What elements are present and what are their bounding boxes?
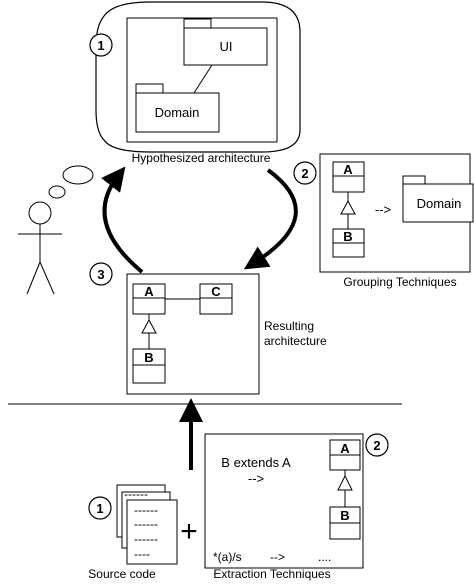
- code-line: ------: [134, 532, 158, 546]
- inheritance-triangle: [337, 474, 353, 491]
- class-a-label: A: [144, 284, 154, 299]
- left-leg: [26, 261, 41, 295]
- rule2-text: *(a)/s: [213, 550, 242, 564]
- step-number: 1: [96, 501, 103, 516]
- domain-package: [402, 183, 474, 223]
- package-tab: [135, 83, 164, 94]
- class-a-label: A: [343, 162, 353, 177]
- thought-ellipse-large: [62, 165, 94, 185]
- resulting-architecture: 3 A C B Resulting architecture: [89, 262, 327, 395]
- class-b-label: B: [144, 350, 153, 365]
- source-caption: Source code: [88, 567, 156, 581]
- step-badge: [89, 33, 113, 57]
- architecture-frame: [126, 17, 278, 143]
- rule2-result: ....: [318, 550, 331, 564]
- ui-package: [183, 27, 268, 66]
- thought-ellipse-small: [48, 185, 66, 199]
- package-tab: [402, 175, 426, 185]
- domain-package: [135, 92, 220, 133]
- arrow-to-resulting: [243, 168, 298, 270]
- inheritance-triangle: [340, 199, 356, 215]
- extraction-techniques: 2 B extends A --> A B *(a)/s --> .... Ex…: [204, 433, 389, 581]
- grouping-techniques: 2 A B --> Domain Grouping Techniques: [293, 153, 474, 289]
- extraction-frame: [204, 433, 364, 569]
- step-badge: [365, 433, 389, 457]
- user-stick-figure: [18, 201, 62, 295]
- inheritance-triangle: [141, 318, 157, 334]
- source-page-front: [126, 499, 178, 565]
- hypothesized-title: Hypothesized architecture: [132, 151, 271, 165]
- grouping-caption: Grouping Techniques: [343, 275, 456, 289]
- package-tab: [183, 18, 212, 29]
- source-code: 1 ------ ------ ------ ------ ---- + Sou…: [88, 484, 198, 581]
- hypothesized-architecture: 1 UI Domain Hypothesized architecture: [89, 1, 301, 165]
- arrow-to-hypothesized: [101, 166, 144, 274]
- step-badge: [89, 262, 113, 286]
- resulting-frame: [126, 273, 260, 395]
- code-line: ------: [124, 487, 148, 501]
- step-number: 1: [97, 38, 104, 53]
- rule1-arrow: -->: [248, 471, 264, 486]
- class-b-label: B: [343, 229, 352, 244]
- class-a-label: A: [340, 441, 350, 456]
- step-number: 2: [301, 166, 308, 181]
- step-number: 2: [373, 438, 380, 453]
- step-badge: [293, 161, 317, 185]
- domain-package-label: Domain: [155, 105, 200, 120]
- dependency-line: [193, 64, 213, 94]
- domain-package-label: Domain: [417, 196, 462, 211]
- class-c-label: C: [211, 284, 221, 299]
- resulting-caption-line2: architecture: [264, 334, 327, 348]
- code-line: ----: [134, 547, 150, 561]
- resulting-caption-line1: Resulting: [264, 319, 314, 333]
- code-line: ------: [134, 503, 158, 517]
- class-c-box: [199, 283, 233, 315]
- plus-sign: +: [180, 515, 198, 548]
- right-leg: [39, 261, 55, 295]
- mapping-arrow: -->: [375, 202, 391, 217]
- head: [28, 201, 52, 225]
- code-line: ------: [134, 517, 158, 531]
- rule2-arrow: -->: [270, 550, 285, 564]
- thought-bubble: [95, 1, 301, 153]
- step-number: 3: [97, 267, 104, 282]
- step-badge: [88, 496, 112, 520]
- class-b-box: [132, 348, 166, 384]
- class-b-label: B: [340, 508, 349, 523]
- rule1-text: B extends A: [221, 455, 291, 470]
- extraction-caption: Extraction Techniques: [213, 567, 330, 581]
- ui-package-label: UI: [220, 39, 233, 54]
